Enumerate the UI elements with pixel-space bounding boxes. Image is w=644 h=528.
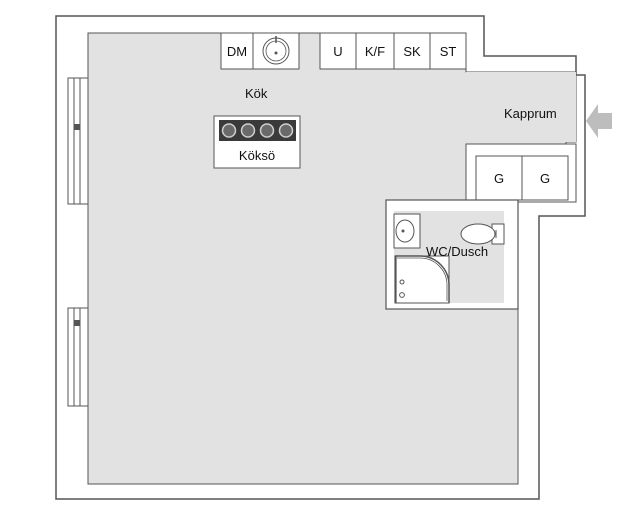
stove-label: ST [439,43,457,59]
window-icon [67,77,89,205]
room-label-closet: Kapprum [504,106,557,121]
stove-burners-icon [219,120,296,141]
window-icon [67,307,89,407]
fridge-freezer-label: K/F [364,43,386,59]
cabinet-label: SK [403,43,421,59]
dishwasher-label: DM [226,43,248,59]
kitchen-island-label: Köksö [238,147,276,163]
shower-icon [394,255,450,304]
wardrobe-1 [475,155,523,201]
counter-right [319,32,467,70]
entrance-arrow-icon [586,104,612,138]
closet-floor [466,72,576,142]
wardrobe-1-label: G [493,170,505,186]
oven-label: U [333,43,343,59]
sink-icon [262,36,290,65]
toilet-icon [460,223,505,245]
room-label-kitchen: Kök [245,86,268,101]
washbasin-icon [393,213,421,249]
room-label-bathroom: WC/Dusch [426,244,489,259]
wardrobe-2 [521,155,569,201]
wardrobe-2-label: G [539,170,551,186]
